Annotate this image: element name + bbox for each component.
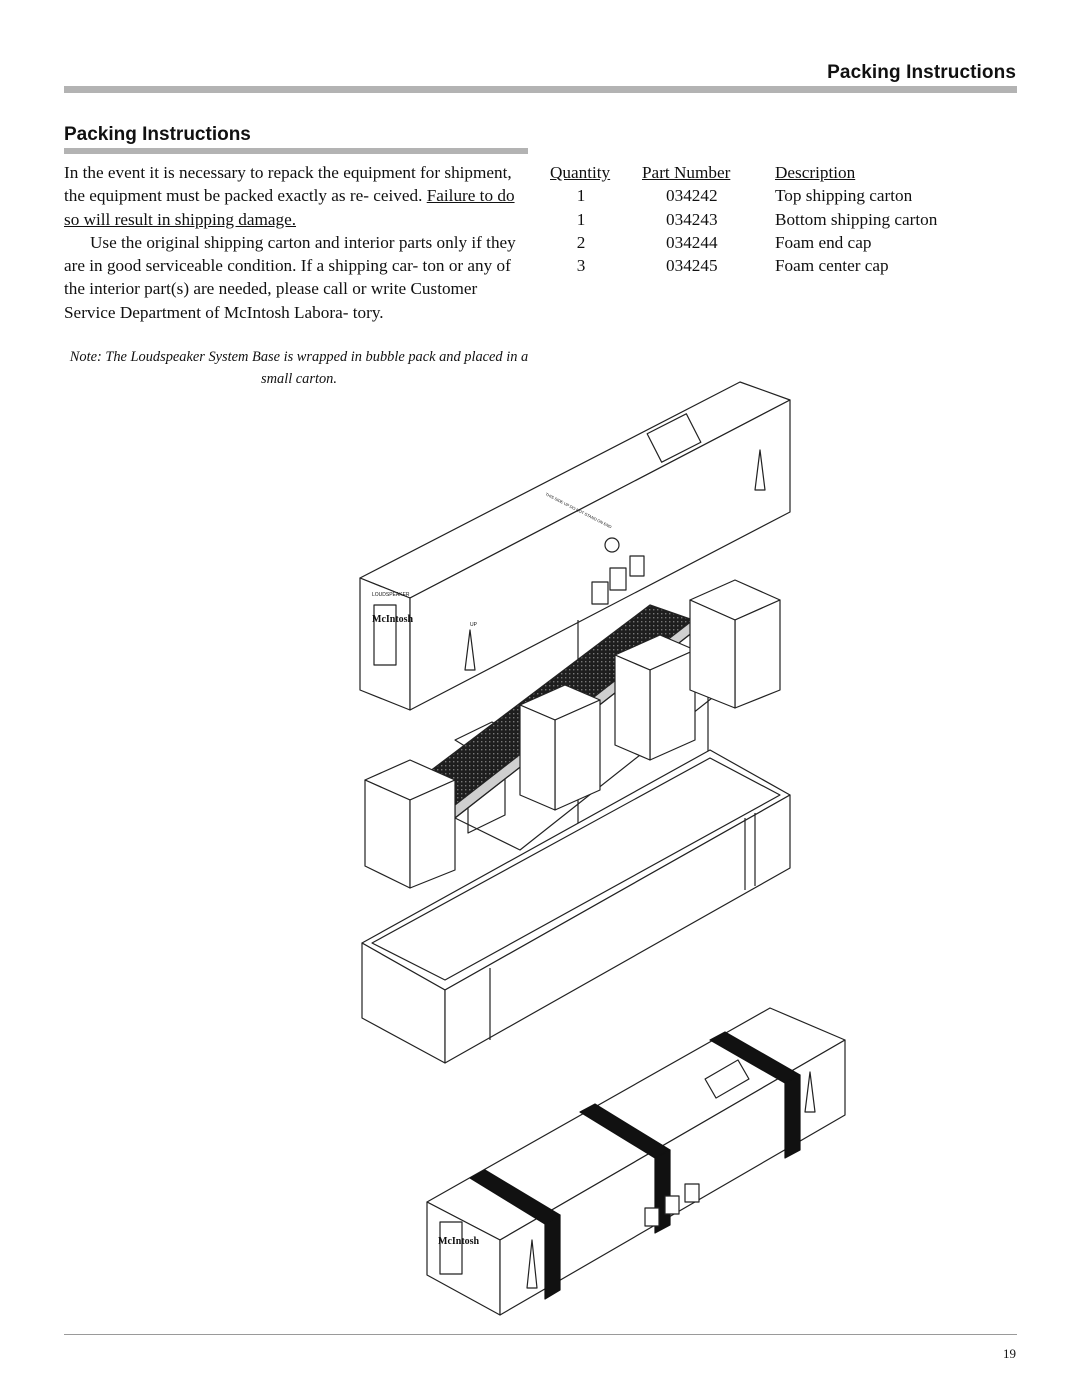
- top-shipping-carton: McIntosh LOUDSPEAKER THIS SIDE UP DO NOT…: [359, 381, 791, 711]
- packing-illustration: McIntosh LOUDSPEAKER THIS SIDE UP DO NOT…: [359, 381, 846, 1316]
- carton-label: LOUDSPEAKER: [372, 592, 410, 598]
- strapped-carton-brand-logo: McIntosh: [438, 1236, 480, 1247]
- table-row: 1 034242 Top shipping carton: [550, 184, 937, 207]
- paragraph-1-text: In the event it is necessary to repack t…: [64, 163, 512, 206]
- speaker-with-foam-caps: [364, 579, 781, 889]
- parts-table: Quantity Part Number Description 1 03424…: [550, 161, 937, 277]
- table-row: 2 034244 Foam end cap: [550, 231, 937, 254]
- page-header-title: Packing Instructions: [827, 62, 1016, 83]
- header-rule: [64, 86, 1017, 93]
- carton-brand-logo: McIntosh: [372, 614, 414, 625]
- row-part-number: 034245: [666, 256, 718, 276]
- header-description: Description: [775, 163, 856, 182]
- instructions-text: In the event it is necessary to repack t…: [64, 161, 526, 324]
- row-quantity: 1: [576, 186, 586, 206]
- row-part-number: 034244: [666, 232, 718, 252]
- row-description: Top shipping carton: [775, 186, 913, 206]
- row-description: Bottom shipping carton: [775, 209, 938, 229]
- strapped-carton: McIntosh: [426, 1007, 846, 1316]
- paragraph-2: Use the original shipping carton and int…: [64, 232, 516, 322]
- parts-table-header: Quantity Part Number Description: [550, 161, 937, 184]
- up-arrow-label: UP: [470, 622, 478, 628]
- note-text: Note: The Loudspeaker System Base is wra…: [69, 349, 529, 387]
- header-part-number: Part Number: [642, 163, 731, 182]
- table-row: 1 034243 Bottom shipping carton: [550, 208, 938, 231]
- row-description: Foam center cap: [775, 256, 889, 276]
- section-title: Packing Instructions: [64, 124, 251, 145]
- table-row: 3 034245 Foam center cap: [550, 254, 937, 277]
- paragraph-1: In the event it is necessary to repack t…: [64, 161, 526, 231]
- row-quantity: 2: [576, 232, 586, 252]
- row-quantity: 3: [576, 256, 586, 276]
- header-quantity: Quantity: [550, 163, 611, 182]
- row-quantity: 1: [576, 209, 586, 229]
- page-number: 19: [1003, 1346, 1016, 1361]
- section-rule: [64, 148, 528, 154]
- row-part-number: 034243: [666, 209, 718, 229]
- footer-rule: [64, 1334, 1017, 1335]
- row-part-number: 034242: [666, 186, 718, 206]
- warning-text: Failure to do so will result in shipping…: [64, 186, 515, 229]
- bottom-shipping-carton: [361, 749, 791, 1064]
- row-description: Foam end cap: [775, 232, 872, 252]
